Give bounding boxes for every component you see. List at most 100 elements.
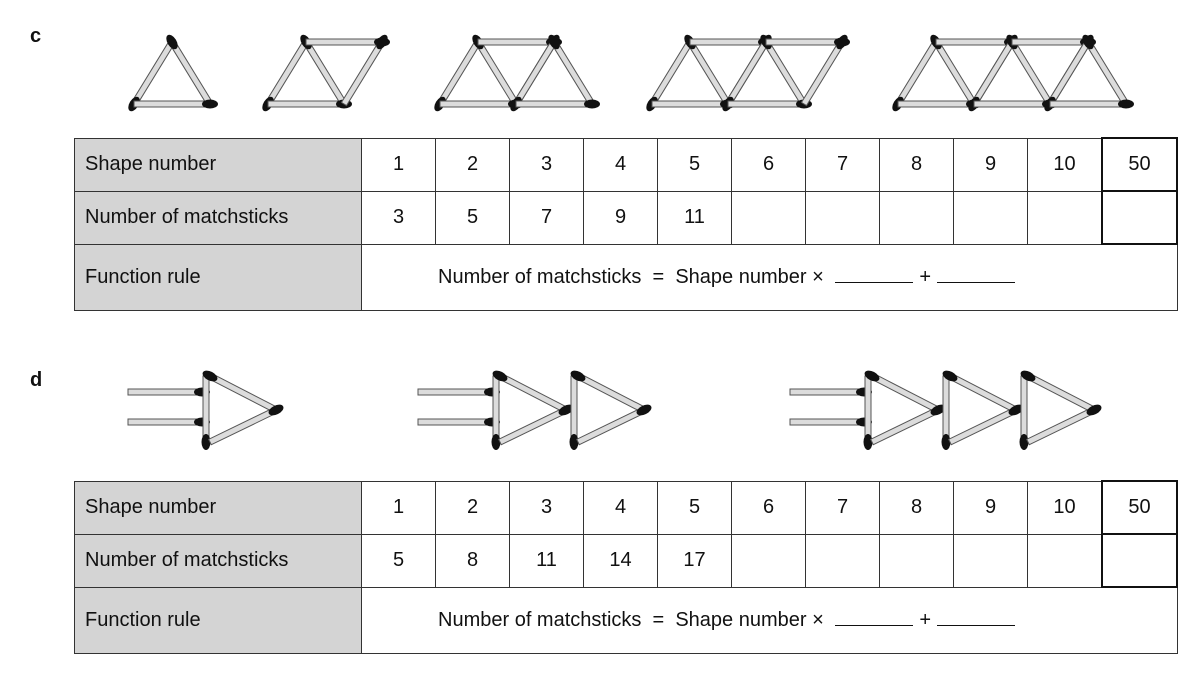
cell-shape-7: 7 <box>805 137 880 192</box>
rule-equals: = <box>652 608 665 631</box>
matchstick <box>870 404 946 446</box>
matchstick <box>1049 99 1134 109</box>
matchsticks-row: Number of matchsticks 3 5 7 9 11 <box>74 190 1178 245</box>
part-label-d: d <box>30 369 43 391</box>
cell-matches-5: 17 <box>657 533 732 588</box>
rule-plus: + <box>919 265 932 288</box>
matchstick <box>948 404 1024 446</box>
blank-constant[interactable] <box>937 609 1016 626</box>
cell-shape-3: 3 <box>509 480 584 535</box>
cell-matches-8[interactable] <box>879 533 954 588</box>
cell-matches-10[interactable] <box>1027 190 1103 245</box>
matchstick <box>570 370 647 414</box>
cell-matches-4: 14 <box>583 533 658 588</box>
row-header-shape-number: Shape number <box>74 480 362 535</box>
cell-shape-50: 50 <box>1101 480 1178 535</box>
rule-right: Shape number <box>675 265 807 288</box>
row-header-matchsticks: Number of matchsticks <box>74 190 362 245</box>
cell-matches-4: 9 <box>583 190 658 245</box>
blank-multiplier[interactable] <box>835 266 914 283</box>
matchstick <box>417 387 500 397</box>
cell-matches-6[interactable] <box>731 190 806 245</box>
cell-shape-10: 10 <box>1027 480 1103 535</box>
rule-times: × <box>812 265 824 288</box>
function-rule-cell: Number of matchsticks = Shape number × + <box>361 586 1178 654</box>
matchstick <box>1020 370 1097 414</box>
matchstick <box>202 370 279 414</box>
matchstick <box>127 387 210 397</box>
cell-shape-9: 9 <box>953 480 1028 535</box>
blank-multiplier[interactable] <box>835 609 914 626</box>
matchsticks-row: Number of matchsticks 5 8 11 14 17 <box>74 533 1178 588</box>
rule-plus: + <box>919 608 932 631</box>
cell-matches-5: 11 <box>657 190 732 245</box>
cell-shape-6: 6 <box>731 137 806 192</box>
matchstick <box>201 375 211 450</box>
cell-shape-6: 6 <box>731 480 806 535</box>
cell-matches-50[interactable] <box>1101 190 1178 245</box>
matchstick <box>127 417 210 427</box>
cell-shape-50: 50 <box>1101 137 1178 192</box>
matchstick <box>267 99 352 109</box>
cell-shape-7: 7 <box>805 480 880 535</box>
matchstick <box>789 417 872 427</box>
matchstick <box>941 375 951 450</box>
matchstick <box>491 375 501 450</box>
matchstick <box>1019 375 1029 450</box>
cell-shape-1: 1 <box>361 137 436 192</box>
cell-shape-4: 4 <box>583 480 658 535</box>
cell-matches-7[interactable] <box>805 190 880 245</box>
matchstick <box>863 375 873 450</box>
matchstick <box>166 34 214 107</box>
matchstick <box>800 34 848 107</box>
shape-number-row: Shape number 1 2 3 4 5 6 7 8 9 10 50 <box>74 137 1178 192</box>
shape-number-row: Shape number 1 2 3 4 5 6 7 8 9 10 50 <box>74 480 1178 535</box>
matchstick <box>864 370 941 414</box>
cell-matches-50[interactable] <box>1101 533 1178 588</box>
rule-left: Number of matchsticks <box>438 265 642 288</box>
matchstick <box>727 99 812 109</box>
cell-shape-8: 8 <box>879 137 954 192</box>
rule-right: Shape number <box>675 608 807 631</box>
row-header-matchsticks: Number of matchsticks <box>74 533 362 588</box>
rule-left: Number of matchsticks <box>438 608 642 631</box>
matchstick <box>1026 404 1102 446</box>
cell-matches-3: 11 <box>509 533 584 588</box>
matchstick <box>576 404 652 446</box>
blank-constant[interactable] <box>937 266 1016 283</box>
cell-shape-8: 8 <box>879 480 954 535</box>
matchstick <box>498 404 574 446</box>
matchstick <box>340 34 388 107</box>
function-rule-row: Function rule Number of matchsticks = Sh… <box>74 243 1178 311</box>
table-d: Shape number 1 2 3 4 5 6 7 8 9 10 50 Num… <box>74 480 1178 654</box>
cell-shape-2: 2 <box>435 137 510 192</box>
cell-matches-2: 5 <box>435 190 510 245</box>
cell-matches-1: 5 <box>361 533 436 588</box>
function-rule-cell: Number of matchsticks = Shape number × + <box>361 243 1178 311</box>
cell-matches-6[interactable] <box>731 533 806 588</box>
cell-matches-10[interactable] <box>1027 533 1103 588</box>
row-header-function-rule: Function rule <box>74 243 362 311</box>
matchstick <box>208 404 284 446</box>
cell-shape-1: 1 <box>361 480 436 535</box>
matchstick <box>1082 34 1130 107</box>
cell-matches-2: 8 <box>435 533 510 588</box>
cell-matches-9[interactable] <box>953 533 1028 588</box>
cell-shape-5: 5 <box>657 480 732 535</box>
matchstick <box>942 370 1019 414</box>
cell-matches-7[interactable] <box>805 533 880 588</box>
matchstick-arrows-figure <box>127 370 1102 450</box>
cell-matches-3: 7 <box>509 190 584 245</box>
matchstick <box>492 370 569 414</box>
part-label-c: c <box>30 25 42 47</box>
cell-shape-4: 4 <box>583 137 658 192</box>
matchstick <box>569 375 579 450</box>
cell-matches-9[interactable] <box>953 190 1028 245</box>
table-c: Shape number 1 2 3 4 5 6 7 8 9 10 50 Num… <box>74 137 1178 311</box>
rule-times: × <box>812 608 824 631</box>
matchstick <box>133 99 218 109</box>
cell-shape-3: 3 <box>509 137 584 192</box>
cell-shape-2: 2 <box>435 480 510 535</box>
cell-matches-8[interactable] <box>879 190 954 245</box>
matchstick <box>548 34 596 107</box>
